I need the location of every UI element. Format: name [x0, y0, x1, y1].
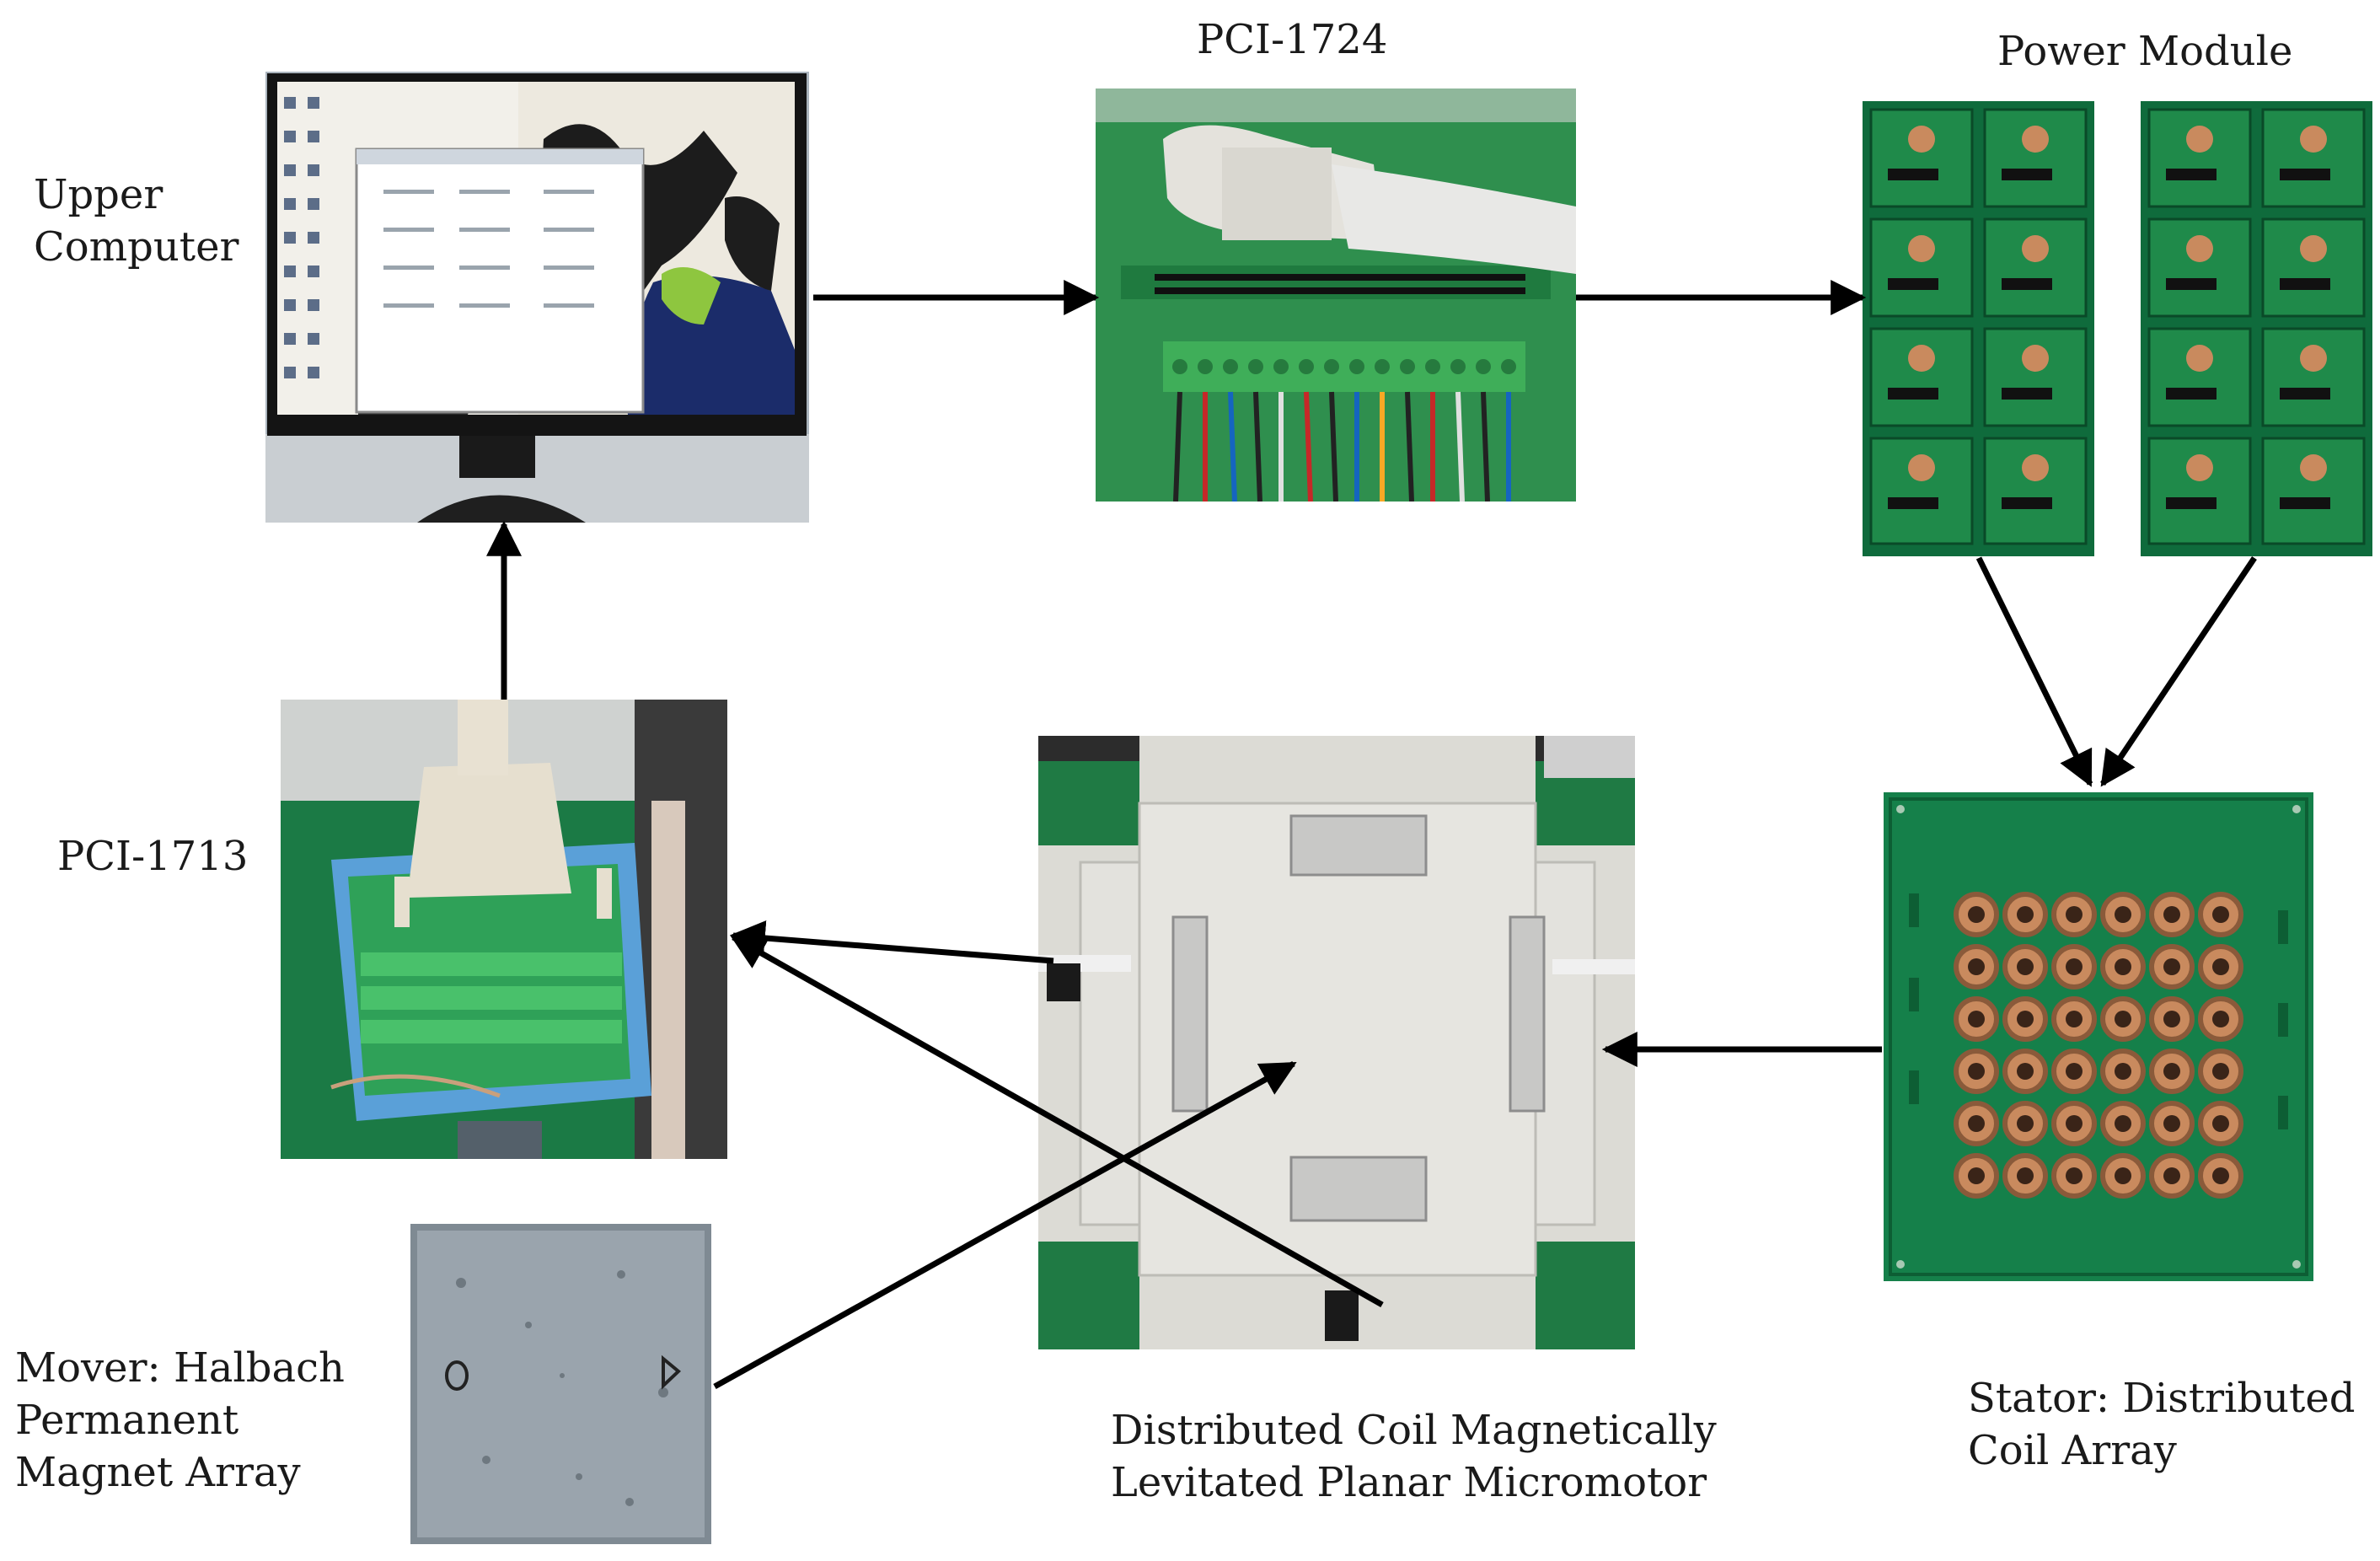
coil-core — [2163, 1115, 2180, 1132]
coil-core — [2115, 1167, 2131, 1184]
coil-core — [2212, 906, 2229, 923]
arrow-power-module-right-to-stator — [2100, 556, 2257, 787]
upper-computer-label: Upper Computer — [34, 171, 239, 271]
coil-core — [2066, 1115, 2082, 1132]
arrow-micromotor-to-pci-1713 — [729, 920, 1054, 964]
coil-core — [2017, 958, 2034, 975]
coil-core — [2066, 906, 2082, 923]
coil-core — [2115, 1011, 2131, 1027]
coil-array-photo — [1884, 792, 2313, 1281]
coil-core — [1968, 1167, 1985, 1184]
coil-core — [2066, 1167, 2082, 1184]
coil-core — [2017, 906, 2034, 923]
coil-core — [2212, 1011, 2229, 1027]
coil-core — [1968, 1063, 1985, 1080]
mover-label: Mover: Halbach Permanent Magnet Array — [15, 1344, 345, 1496]
micromotor-photo — [1038, 736, 1635, 1349]
coil-core — [1968, 906, 1985, 923]
coil-core — [2212, 958, 2229, 975]
micromotor-label: Distributed Coil Magnetically Levitated … — [1111, 1407, 1717, 1506]
arrow-power-module-left-to-stator — [1975, 556, 2093, 787]
power-module-label: Power Module — [1997, 28, 2293, 75]
driver-board-photo — [1863, 101, 2094, 556]
coil-core — [2115, 958, 2131, 975]
coil-core — [2212, 1063, 2229, 1080]
magnet-plate-photo — [410, 1224, 711, 1544]
pci-1724-label: PCI-1724 — [1197, 16, 1388, 63]
coil-core — [2017, 1011, 2034, 1027]
coil-core — [2017, 1115, 2034, 1132]
coil-core — [2163, 906, 2180, 923]
coil-core — [2163, 1063, 2180, 1080]
coil-core — [2212, 1167, 2229, 1184]
terminal-board-photo — [1096, 89, 1576, 502]
coil-core — [2066, 1011, 2082, 1027]
daq-terminal-photo — [281, 700, 727, 1159]
coil-core — [1968, 958, 1985, 975]
coil-core — [2066, 1063, 2082, 1080]
coil-core — [2115, 906, 2131, 923]
coil-core — [2017, 1063, 2034, 1080]
coil-core — [2066, 958, 2082, 975]
monitor-photo — [265, 72, 809, 523]
coil-core — [2115, 1063, 2131, 1080]
coil-core — [2017, 1167, 2034, 1184]
coil-core — [2163, 1167, 2180, 1184]
coil-core — [1968, 1011, 1985, 1027]
stator-label: Stator: Distributed Coil Array — [1968, 1375, 2356, 1474]
driver-board-photo-right — [2141, 101, 2372, 556]
coil-core — [2212, 1115, 2229, 1132]
pci-1713-label: PCI-1713 — [57, 833, 249, 880]
coil-core — [2163, 1011, 2180, 1027]
coil-core — [1968, 1115, 1985, 1132]
coil-core — [2163, 958, 2180, 975]
coil-core — [2115, 1115, 2131, 1132]
